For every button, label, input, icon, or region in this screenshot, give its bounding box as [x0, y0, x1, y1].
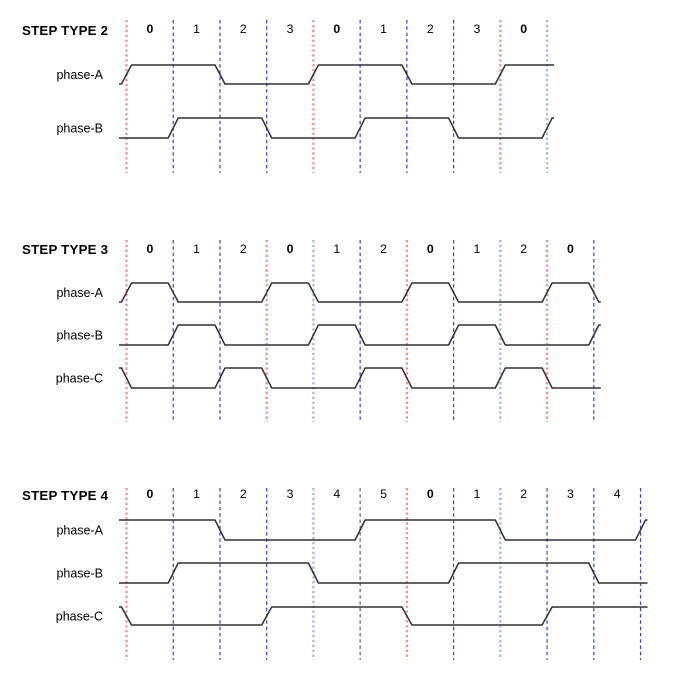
step-label: 0 — [520, 22, 527, 36]
phase-label: phase-B — [56, 329, 103, 343]
phase-label: phase-C — [56, 610, 103, 624]
step-label: 1 — [193, 487, 200, 501]
step-label: 2 — [240, 22, 247, 36]
step-label: 1 — [380, 22, 387, 36]
phase-waveform — [119, 606, 648, 626]
step-label: 1 — [193, 22, 200, 36]
phase-waveform — [119, 562, 648, 584]
step-label: 3 — [474, 22, 481, 36]
step-label: 0 — [146, 242, 153, 256]
step-label: 1 — [474, 242, 481, 256]
section-title-step-type-2: STEP TYPE 2 — [22, 23, 109, 38]
step-label: 0 — [427, 487, 434, 501]
step-label: 2 — [380, 242, 387, 256]
phase-waveform — [119, 282, 601, 303]
phase-waveform — [119, 519, 648, 541]
phase-waveform — [119, 64, 555, 85]
phase-waveform — [119, 367, 601, 389]
step-label: 0 — [146, 22, 153, 36]
step-label: 3 — [567, 487, 574, 501]
step-label: 0 — [287, 242, 294, 256]
step-label: 2 — [520, 242, 527, 256]
phase-label: phase-B — [56, 567, 103, 581]
phase-label: phase-B — [56, 122, 103, 136]
step-label: 0 — [567, 242, 574, 256]
step-label: 1 — [474, 487, 481, 501]
step-label: 2 — [240, 242, 247, 256]
section-title-step-type-3: STEP TYPE 3 — [22, 242, 109, 257]
step-label: 4 — [614, 487, 621, 501]
step-label: 2 — [520, 487, 527, 501]
step-label: 4 — [333, 487, 340, 501]
step-label: 0 — [146, 487, 153, 501]
step-label: 5 — [380, 487, 387, 501]
step-label: 3 — [287, 487, 294, 501]
phase-waveform — [119, 117, 555, 139]
phase-label: phase-C — [56, 372, 103, 386]
step-label: 0 — [333, 22, 340, 36]
section-title-step-type-4: STEP TYPE 4 — [22, 488, 109, 503]
step-label: 0 — [427, 242, 434, 256]
phase-label: phase-A — [56, 286, 103, 300]
phase-waveform — [119, 324, 601, 346]
phase-label: phase-A — [56, 524, 103, 538]
step-label: 1 — [193, 242, 200, 256]
step-label: 2 — [427, 22, 434, 36]
step-label: 3 — [287, 22, 294, 36]
step-label: 2 — [240, 487, 247, 501]
step-label: 1 — [333, 242, 340, 256]
phase-label: phase-A — [56, 68, 103, 82]
